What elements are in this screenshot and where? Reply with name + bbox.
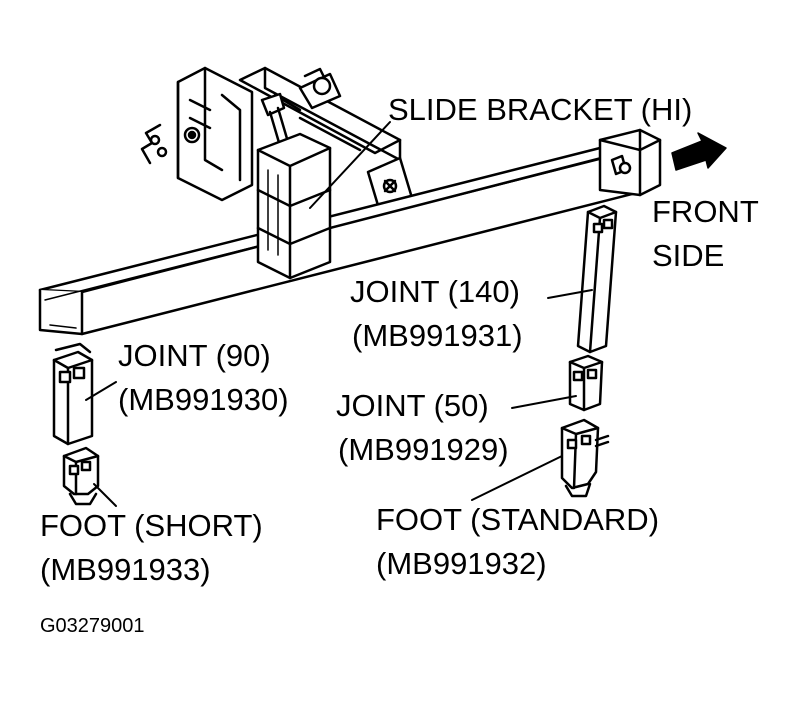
leader-foot-short: [93, 483, 117, 507]
leader-joint-50: [511, 395, 577, 409]
joint-90-part: [52, 342, 94, 446]
joint-90-label: JOINT (90): [118, 338, 271, 373]
joint-50-part: [568, 354, 604, 412]
slide-bracket-block: [256, 132, 332, 280]
joint-90-partnumber: (MB991930): [118, 382, 289, 417]
leader-slide-bracket: [309, 121, 391, 209]
joint-140-label: JOINT (140): [350, 274, 520, 309]
front-direction-arrow: [671, 132, 727, 171]
joint-140-part: [576, 204, 618, 354]
joint-140-partnumber: (MB991931): [352, 318, 523, 353]
joint-50-partnumber: (MB991929): [338, 432, 509, 467]
foot-standard-part: [560, 418, 610, 498]
figure-code: G03279001: [40, 615, 145, 637]
joint-50-label: JOINT (50): [336, 388, 489, 423]
foot-short-partnumber: (MB991933): [40, 552, 211, 587]
foot-short-label: FOOT (SHORT): [40, 508, 263, 543]
slide-bracket-label: SLIDE BRACKET (HI): [388, 92, 693, 127]
foot-standard-label: FOOT (STANDARD): [376, 502, 660, 537]
leader-foot-standard: [471, 455, 563, 501]
leader-joint-140: [547, 289, 593, 299]
leader-lines: [85, 121, 593, 507]
foot-short-part: [62, 446, 100, 506]
foot-standard-partnumber: (MB991932): [376, 546, 547, 581]
leader-joint-90: [85, 381, 117, 401]
front-side-label-line2: SIDE: [652, 238, 725, 273]
front-side-label-line1: FRONT: [652, 194, 759, 229]
